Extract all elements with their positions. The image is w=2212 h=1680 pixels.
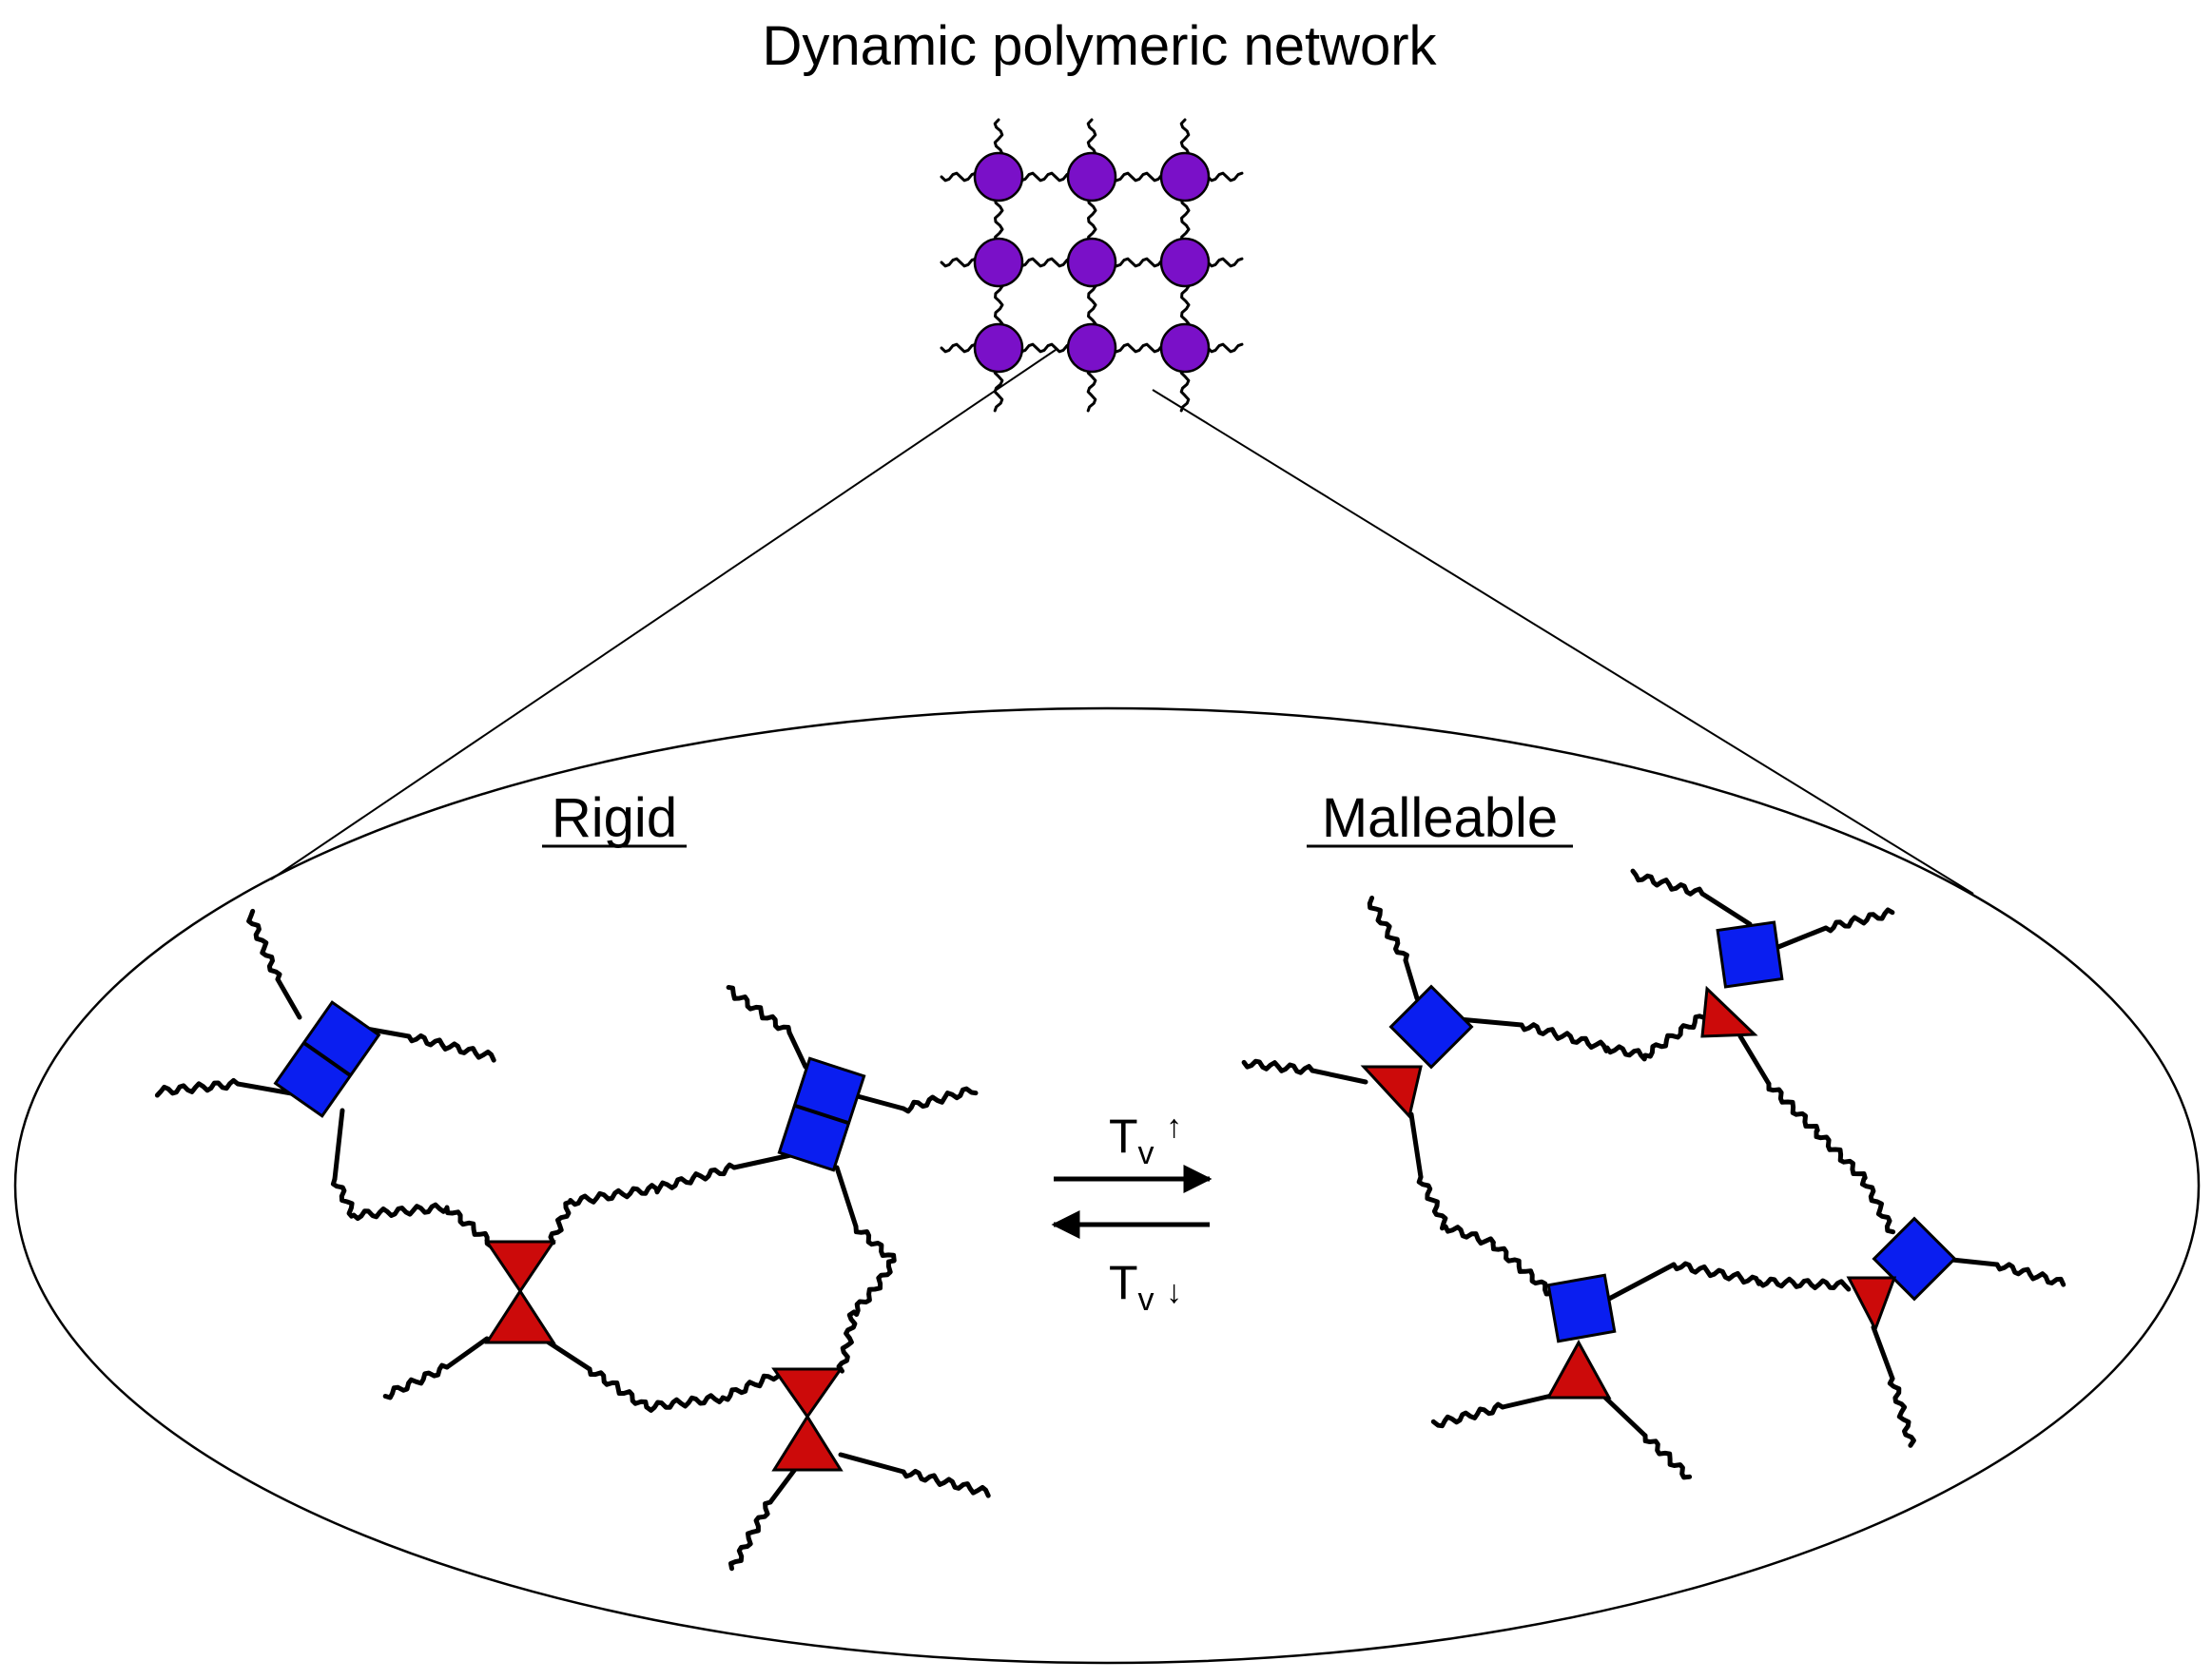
- rigid-square-pair-2: [777, 1056, 866, 1172]
- rigid-bond-9: [444, 1336, 490, 1370]
- reverse-arrow-down-glyph: ↓: [1166, 1274, 1182, 1310]
- zoom-line-left: [270, 349, 1057, 880]
- rigid-bond-10: [543, 1338, 592, 1372]
- rigid-square-pair-1: [273, 1000, 381, 1118]
- malleable-triangle-1: [1360, 1065, 1423, 1120]
- malleable-square-4: [1546, 1273, 1617, 1343]
- zoom-line-right: [1152, 389, 1974, 895]
- malleable-chain-11: [1430, 1401, 1505, 1429]
- malleable-chain-2: [1519, 1008, 1712, 1062]
- rigid-triangle-pair-2: [771, 1367, 844, 1472]
- rigid-bond-7: [731, 1151, 798, 1170]
- malleable-bond-5: [1699, 891, 1753, 927]
- rigid-label: Rigid: [552, 787, 677, 849]
- rigid-bond-1: [275, 976, 302, 1020]
- rigid-chain-1: [246, 908, 282, 982]
- equilibrium-arrows: Tv ↑ Tv ↓: [1051, 1109, 1213, 1318]
- malleable-chain-9: [1671, 1261, 1852, 1292]
- malleable-bond-7: [1737, 1033, 1772, 1087]
- rigid-chain-7: [548, 1162, 737, 1246]
- rigid-bond-8: [834, 1165, 859, 1229]
- network-node-3-2: [1066, 322, 1117, 374]
- malleable-bond-12: [1602, 1395, 1648, 1439]
- rigid-chain-9: [382, 1362, 450, 1400]
- rigid-chain-10: [587, 1366, 780, 1413]
- malleable-bond-3: [1310, 1068, 1368, 1085]
- malleable-bond-9: [1606, 1262, 1677, 1302]
- rigid-triangle-pair-1: [484, 1240, 556, 1344]
- network-node-3-1: [973, 322, 1024, 374]
- diagram-title: Dynamic polymeric network: [762, 15, 1437, 77]
- malleable-bond-2: [1456, 1016, 1524, 1028]
- malleable-triangle-4: [1545, 1339, 1612, 1400]
- rigid-bond-6: [851, 1092, 906, 1111]
- malleable-chain-6: [1823, 907, 1895, 934]
- malleable-chain-8: [1994, 1262, 2066, 1287]
- reverse-arrow-symbol: Tv: [1109, 1256, 1155, 1318]
- malleable-bond-1: [1403, 957, 1420, 1001]
- rigid-chain-4: [330, 1176, 504, 1259]
- rigid-chain-2: [154, 1077, 241, 1098]
- malleable-chain-5: [1630, 868, 1705, 897]
- malleable-crosslinkers: [1360, 920, 1957, 1400]
- malleable-triangle-3: [1846, 1276, 1897, 1333]
- rigid-network-chains: [154, 908, 991, 1572]
- malleable-chain-10: [1887, 1376, 1916, 1448]
- rigid-bond-12: [838, 1452, 906, 1475]
- rigid-chain-12: [901, 1468, 991, 1498]
- malleable-bond-4: [1408, 1111, 1424, 1180]
- malleable-label: Malleable: [1322, 787, 1558, 849]
- network-node-1-3: [1159, 151, 1211, 203]
- rigid-chain-3: [406, 1033, 496, 1063]
- rigid-bond-4: [332, 1108, 345, 1182]
- rigid-chain-11: [728, 1499, 773, 1572]
- network-node-1-1: [973, 151, 1024, 203]
- malleable-chain-7: [1766, 1081, 1896, 1235]
- mini-network-nodes: [973, 151, 1211, 374]
- rigid-chain-8: [836, 1224, 897, 1374]
- zoom-ellipse: [13, 706, 2201, 1665]
- malleable-square-2: [1716, 920, 1784, 989]
- rigid-crosslinkers: [273, 1000, 866, 1472]
- network-node-2-3: [1159, 237, 1211, 288]
- forward-arrow-up-glyph: ↑: [1166, 1109, 1182, 1145]
- rigid-chain-5: [726, 985, 792, 1035]
- malleable-chain-4: [1416, 1174, 1562, 1301]
- rigid-bond-5: [786, 1030, 808, 1070]
- network-node-3-3: [1159, 322, 1211, 374]
- malleable-chain-1: [1367, 896, 1409, 963]
- malleable-chain-12: [1642, 1433, 1693, 1480]
- malleable-triangle-2: [1700, 985, 1758, 1038]
- network-node-2-1: [973, 237, 1024, 288]
- network-node-2-2: [1066, 237, 1117, 288]
- network-node-1-2: [1066, 151, 1117, 203]
- malleable-network-chains: [1241, 868, 2066, 1480]
- malleable-bond-6: [1775, 925, 1829, 950]
- malleable-chain-3: [1241, 1058, 1315, 1075]
- malleable-bond-10: [1871, 1324, 1895, 1381]
- forward-arrow-symbol: Tv: [1109, 1110, 1155, 1171]
- malleable-square-1: [1388, 984, 1474, 1070]
- rigid-chain-6: [901, 1086, 979, 1114]
